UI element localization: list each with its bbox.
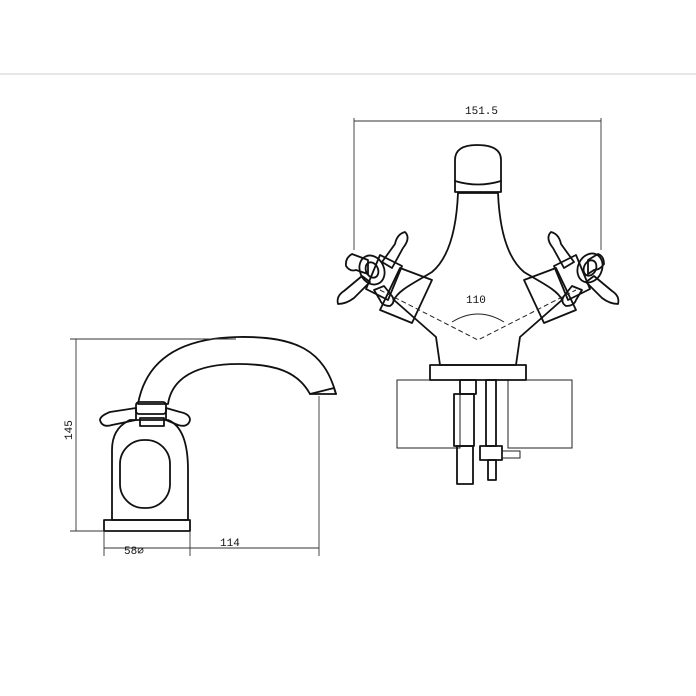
side-view: 145 58⌀ 114 bbox=[64, 336, 337, 558]
body-oval-panel bbox=[119, 439, 171, 509]
spout bbox=[137, 336, 337, 405]
spout-cap-band bbox=[454, 180, 502, 186]
left-valve-body bbox=[379, 267, 433, 324]
mount-nut-left bbox=[459, 379, 477, 395]
base-plate bbox=[429, 364, 527, 381]
braided-hose-right bbox=[501, 450, 521, 459]
left-cross-handle bbox=[336, 231, 409, 307]
angle-label: 110 bbox=[466, 295, 486, 307]
braided-hose-left bbox=[456, 445, 474, 485]
right-cross-handle bbox=[547, 231, 620, 307]
wall-tiles-right bbox=[507, 379, 573, 449]
width-dimension-label: 151.5 bbox=[465, 106, 498, 118]
side-cross-handle bbox=[99, 401, 191, 427]
right-valve-collar bbox=[553, 254, 591, 301]
supply-pipe bbox=[485, 379, 497, 447]
wall-tiles-left bbox=[396, 379, 461, 449]
side-base-plate bbox=[103, 519, 191, 532]
height-dimension-label: 145 bbox=[64, 420, 76, 440]
pipe-nut bbox=[479, 445, 503, 461]
right-valve-body bbox=[523, 267, 577, 324]
front-view: 110 151.5 bbox=[336, 106, 620, 485]
spout-tip bbox=[309, 387, 337, 395]
base-diameter-label: 58⌀ bbox=[124, 546, 144, 558]
fixing-stud bbox=[453, 393, 475, 447]
side-body bbox=[111, 419, 189, 521]
pipe-end bbox=[487, 459, 497, 481]
reach-dimension-label: 114 bbox=[220, 538, 240, 550]
angle-arc bbox=[451, 313, 505, 323]
angle-lines bbox=[379, 289, 577, 341]
spout-cap bbox=[454, 144, 502, 193]
faucet-body bbox=[393, 192, 563, 366]
